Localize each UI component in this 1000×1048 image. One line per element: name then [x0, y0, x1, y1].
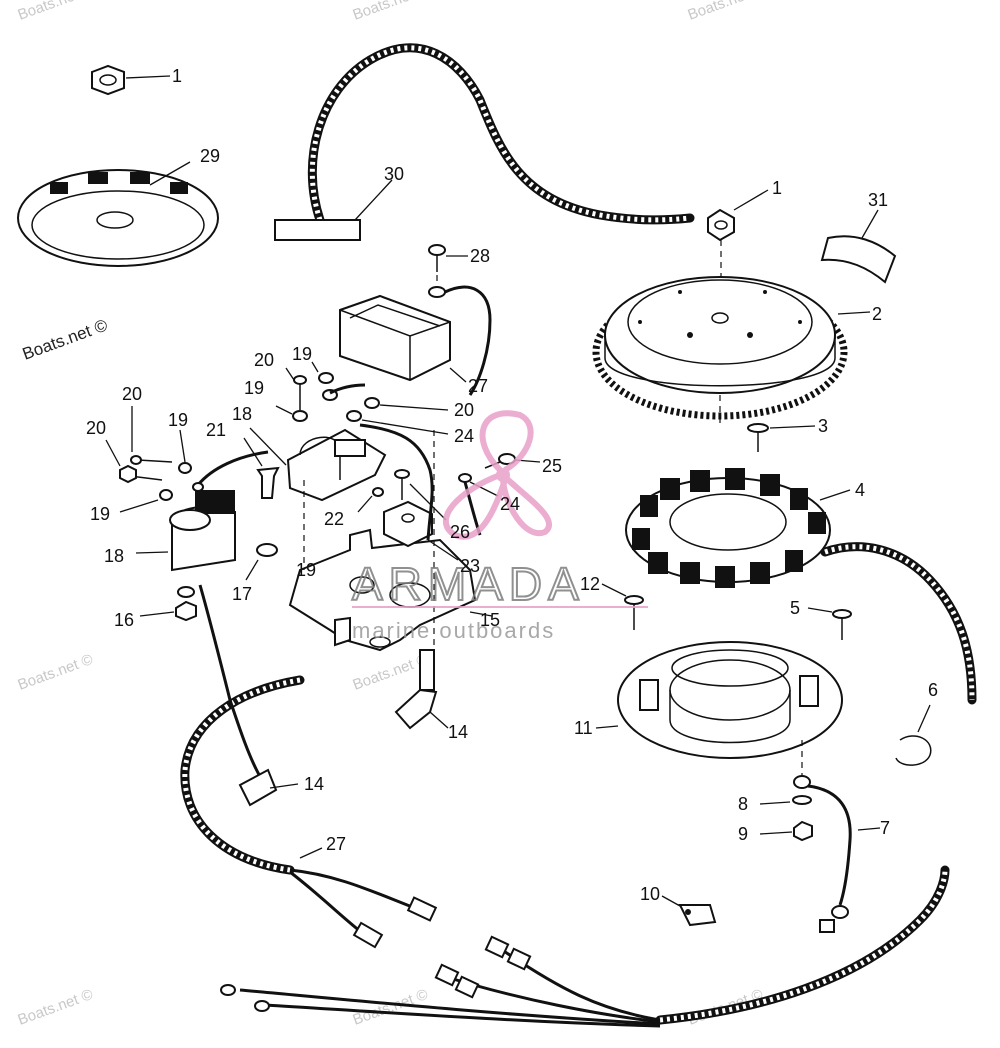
switch-box-hardware — [275, 361, 449, 435]
callout: 24 — [454, 426, 474, 446]
switch-box-part-27 — [339, 285, 492, 396]
wiring-harness — [220, 865, 950, 1028]
propeller-icon — [442, 410, 552, 540]
timer-base-part-11 — [595, 641, 843, 780]
screws-part-5-12 — [601, 583, 852, 640]
callout: 19 — [296, 560, 316, 580]
logo-tagline: marine outboards — [352, 618, 555, 643]
callout: 14 — [304, 774, 324, 794]
ignition-coil-center-part-18 — [249, 427, 387, 502]
nut-part-1 — [91, 64, 171, 96]
screw-part-3 — [747, 423, 816, 452]
callout: 14 — [448, 722, 468, 742]
terminal-block-part-23 — [357, 423, 459, 561]
armada-logo: ARMADA marine outboards — [351, 410, 648, 643]
watermark-1: Boats.net © — [16, 0, 96, 24]
callout: 7 — [880, 818, 890, 838]
callout: 18 — [104, 546, 124, 566]
left-harness-part-27 — [180, 675, 438, 949]
callout: 16 — [114, 610, 134, 630]
retaining-ring-part-6 — [895, 704, 932, 766]
clip-part-10 — [661, 895, 717, 927]
callout: 12 — [580, 574, 600, 594]
callout: 11 — [574, 718, 593, 738]
callout: 5 — [790, 598, 800, 618]
callout: 8 — [738, 794, 748, 814]
callout: 3 — [818, 416, 828, 436]
decal-part-31 — [820, 209, 897, 284]
callout: 4 — [855, 480, 865, 500]
callout: 27 — [326, 834, 346, 854]
callout: 19 — [168, 410, 188, 430]
callout-numbers: 1 29 30 1 31 2 28 27 20 19 19 20 24 3 20… — [86, 66, 938, 904]
callout: 17 — [232, 584, 252, 604]
watermark-3: Boats.net © — [686, 0, 766, 24]
flywheel-cover-part-29 — [17, 161, 219, 267]
callout: 21 — [206, 420, 226, 440]
callout: 19 — [90, 504, 110, 524]
callout: 19 — [292, 344, 312, 364]
callout: 25 — [542, 456, 562, 476]
wire-lanyard-part-30 — [274, 43, 695, 241]
callout: 10 — [640, 884, 660, 904]
logo-name: ARMADA — [352, 558, 585, 610]
callout: 28 — [470, 246, 490, 266]
callout: 1 — [172, 66, 182, 86]
callout: 22 — [324, 509, 344, 529]
callout: 31 — [868, 190, 888, 210]
callout: 23 — [460, 556, 480, 576]
watermark-6: Boats.net © — [16, 651, 96, 694]
stator-part-4 — [625, 468, 977, 705]
mount-plate-part-15 — [288, 430, 493, 652]
callout: 6 — [928, 680, 938, 700]
callout: 1 — [772, 178, 782, 198]
callout: 2 — [872, 304, 882, 324]
callout: 20 — [86, 418, 106, 438]
bolt-part-28 — [428, 244, 468, 298]
callout: 20 — [122, 384, 142, 404]
watermark-7: Boats.net © — [351, 651, 431, 694]
spark-boot-center-part-14 — [394, 649, 449, 730]
callout: 19 — [244, 378, 264, 398]
callout: 15 — [480, 610, 500, 630]
callout: 20 — [454, 400, 474, 420]
callout: 30 — [384, 164, 404, 184]
ground-wire-parts-7-8-9 — [759, 775, 881, 933]
watermark-9: Boats.net © — [16, 986, 96, 1029]
flywheel-part-2 — [592, 276, 871, 425]
ignition-coil-left-part-18 — [135, 490, 299, 807]
callout: 9 — [738, 824, 748, 844]
callout: 26 — [450, 522, 470, 542]
callout: 27 — [468, 376, 488, 396]
left-hardware — [105, 406, 280, 622]
callout: 20 — [254, 350, 274, 370]
callout: 29 — [200, 146, 220, 166]
callout: 18 — [232, 404, 252, 424]
watermark-2: Boats.net © — [351, 0, 431, 24]
callout: 24 — [500, 494, 520, 514]
watermark-dark: Boats.net © — [20, 315, 111, 363]
